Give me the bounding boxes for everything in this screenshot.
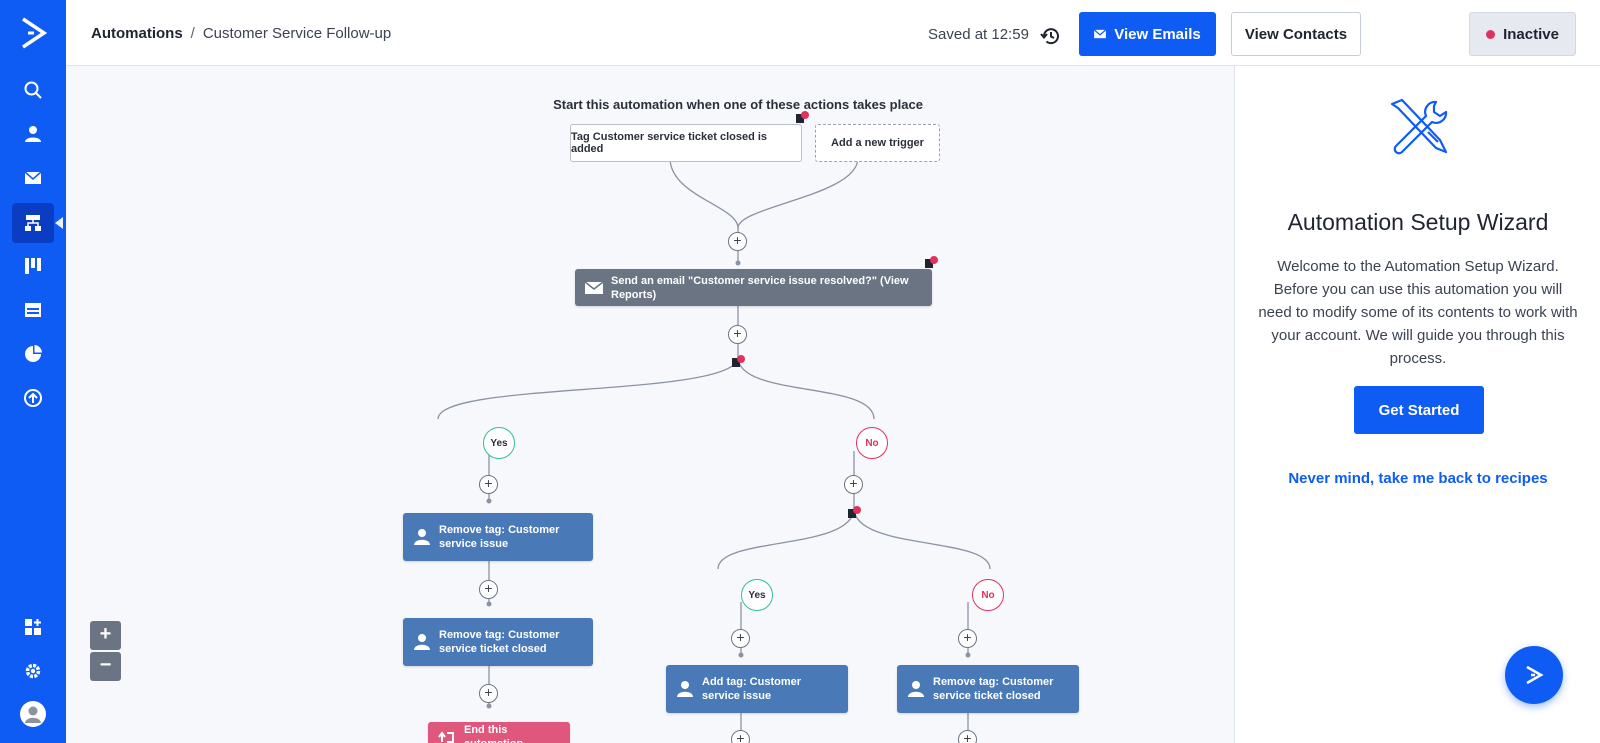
trigger-title: Start this automation when one of these … bbox=[553, 97, 923, 112]
condition-yes[interactable]: Yes bbox=[483, 427, 515, 459]
action-label: Remove tag: Customer service issue bbox=[439, 524, 560, 550]
add-trigger-button[interactable]: Add a new trigger bbox=[815, 124, 940, 162]
sidebar-item-reports[interactable] bbox=[12, 334, 54, 374]
envelope-icon bbox=[1094, 29, 1107, 39]
breadcrumb-separator: / bbox=[190, 25, 195, 42]
tools-icon bbox=[1390, 98, 1448, 155]
condition-no[interactable]: No bbox=[972, 579, 1004, 611]
sidebar-item-apps[interactable] bbox=[12, 607, 54, 647]
zoom-in-button[interactable]: + bbox=[90, 621, 121, 650]
avatar-icon bbox=[20, 701, 46, 727]
add-step-button[interactable]: + bbox=[958, 730, 977, 743]
alert-badge-icon[interactable] bbox=[731, 355, 745, 369]
add-step-button[interactable]: + bbox=[844, 475, 863, 494]
action-label: Remove tag: Customer service ticket clos… bbox=[439, 629, 560, 655]
contact-icon bbox=[908, 681, 924, 697]
status-toggle-button[interactable]: Inactive bbox=[1469, 12, 1576, 56]
sidebar-item-search[interactable] bbox=[12, 70, 54, 110]
get-started-button[interactable]: Get Started bbox=[1354, 386, 1484, 434]
sidebar bbox=[0, 0, 66, 743]
automations-icon bbox=[25, 215, 41, 231]
add-step-button[interactable]: + bbox=[958, 629, 977, 648]
add-step-button[interactable]: + bbox=[731, 730, 750, 743]
view-emails-label: View Emails bbox=[1114, 25, 1201, 43]
exit-icon bbox=[438, 731, 454, 743]
remove-tag-action[interactable]: Remove tag: Customer service ticket clos… bbox=[403, 618, 593, 666]
condition-no[interactable]: No bbox=[856, 427, 888, 459]
panel-description: Welcome to the Automation Setup Wizard. … bbox=[1258, 258, 1578, 367]
sidebar-item-automations[interactable] bbox=[12, 203, 54, 243]
upgrade-icon bbox=[24, 389, 42, 407]
history-icon[interactable] bbox=[1040, 25, 1062, 47]
saved-status: Saved at 12:59 bbox=[928, 26, 1029, 43]
add-step-button[interactable]: + bbox=[728, 325, 747, 344]
trigger-tag-added[interactable]: Tag Customer service ticket closed is ad… bbox=[570, 124, 802, 162]
search-icon bbox=[24, 81, 42, 99]
breadcrumb: Automations / Customer Service Follow-up bbox=[91, 25, 391, 42]
alert-badge-icon[interactable] bbox=[924, 256, 938, 270]
action-label: End this automation bbox=[464, 724, 523, 743]
logo-icon[interactable] bbox=[18, 16, 48, 50]
sidebar-item-site[interactable] bbox=[12, 290, 54, 330]
contact-icon bbox=[414, 634, 430, 650]
deals-icon bbox=[25, 258, 41, 274]
automation-canvas[interactable]: Start this automation when one of these … bbox=[66, 66, 1234, 743]
condition-yes[interactable]: Yes bbox=[741, 579, 773, 611]
status-dot-icon bbox=[1486, 29, 1496, 39]
send-email-action[interactable]: Send an email "Customer service issue re… bbox=[575, 269, 932, 306]
flow-connectors bbox=[437, 157, 991, 743]
top-bar: Automations / Customer Service Follow-up S… bbox=[66, 0, 1600, 66]
campaigns-icon bbox=[24, 171, 42, 184]
contacts-icon bbox=[25, 126, 41, 142]
status-label: Inactive bbox=[1503, 25, 1559, 43]
add-step-button[interactable]: + bbox=[479, 684, 498, 703]
add-step-button[interactable]: + bbox=[731, 629, 750, 648]
zoom-out-button[interactable]: − bbox=[90, 652, 121, 681]
logo-icon bbox=[1526, 665, 1544, 685]
sidebar-item-profile[interactable] bbox=[12, 694, 54, 734]
envelope-icon bbox=[585, 280, 603, 294]
add-tag-action[interactable]: Add tag: Customer service issue bbox=[666, 665, 848, 713]
action-label: Remove tag: Customer service ticket clos… bbox=[933, 676, 1054, 702]
sidebar-item-upgrade[interactable] bbox=[12, 378, 54, 418]
alert-badge-icon[interactable] bbox=[795, 111, 809, 125]
zoom-controls: + − bbox=[90, 621, 121, 681]
add-step-button[interactable]: + bbox=[728, 232, 747, 251]
sidebar-item-deals[interactable] bbox=[12, 246, 54, 286]
sidebar-item-settings[interactable] bbox=[12, 651, 54, 691]
contact-icon bbox=[677, 681, 693, 697]
sidebar-item-contacts[interactable] bbox=[12, 114, 54, 154]
panel-title: Automation Setup Wizard bbox=[1287, 209, 1549, 235]
view-contacts-button[interactable]: View Contacts bbox=[1231, 12, 1361, 56]
action-label: Add tag: Customer service issue bbox=[702, 676, 801, 702]
end-automation-action[interactable]: End this automation bbox=[428, 722, 570, 743]
apps-icon bbox=[25, 619, 41, 635]
send-email-label: Send an email "Customer service issue re… bbox=[611, 274, 909, 301]
add-step-button[interactable]: + bbox=[479, 580, 498, 599]
reports-icon bbox=[25, 345, 42, 362]
breadcrumb-automations[interactable]: Automations bbox=[91, 25, 183, 42]
gear-icon bbox=[25, 663, 41, 679]
sidebar-item-campaigns[interactable] bbox=[12, 158, 54, 198]
assistant-button[interactable] bbox=[1505, 646, 1563, 704]
site-icon bbox=[25, 303, 41, 317]
remove-tag-action[interactable]: Remove tag: Customer service ticket clos… bbox=[897, 665, 1079, 713]
contact-icon bbox=[414, 529, 430, 545]
alert-badge-icon[interactable] bbox=[847, 506, 861, 520]
remove-tag-action[interactable]: Remove tag: Customer service issue bbox=[403, 513, 593, 561]
add-step-button[interactable]: + bbox=[479, 475, 498, 494]
page-title: Customer Service Follow-up bbox=[202, 25, 392, 42]
view-emails-button[interactable]: View Emails bbox=[1079, 12, 1216, 56]
back-to-recipes-link[interactable]: Never mind, take me back to recipes bbox=[1288, 470, 1548, 487]
setup-wizard-panel: Automation Setup Wizard Welcome to the A… bbox=[1234, 66, 1600, 743]
